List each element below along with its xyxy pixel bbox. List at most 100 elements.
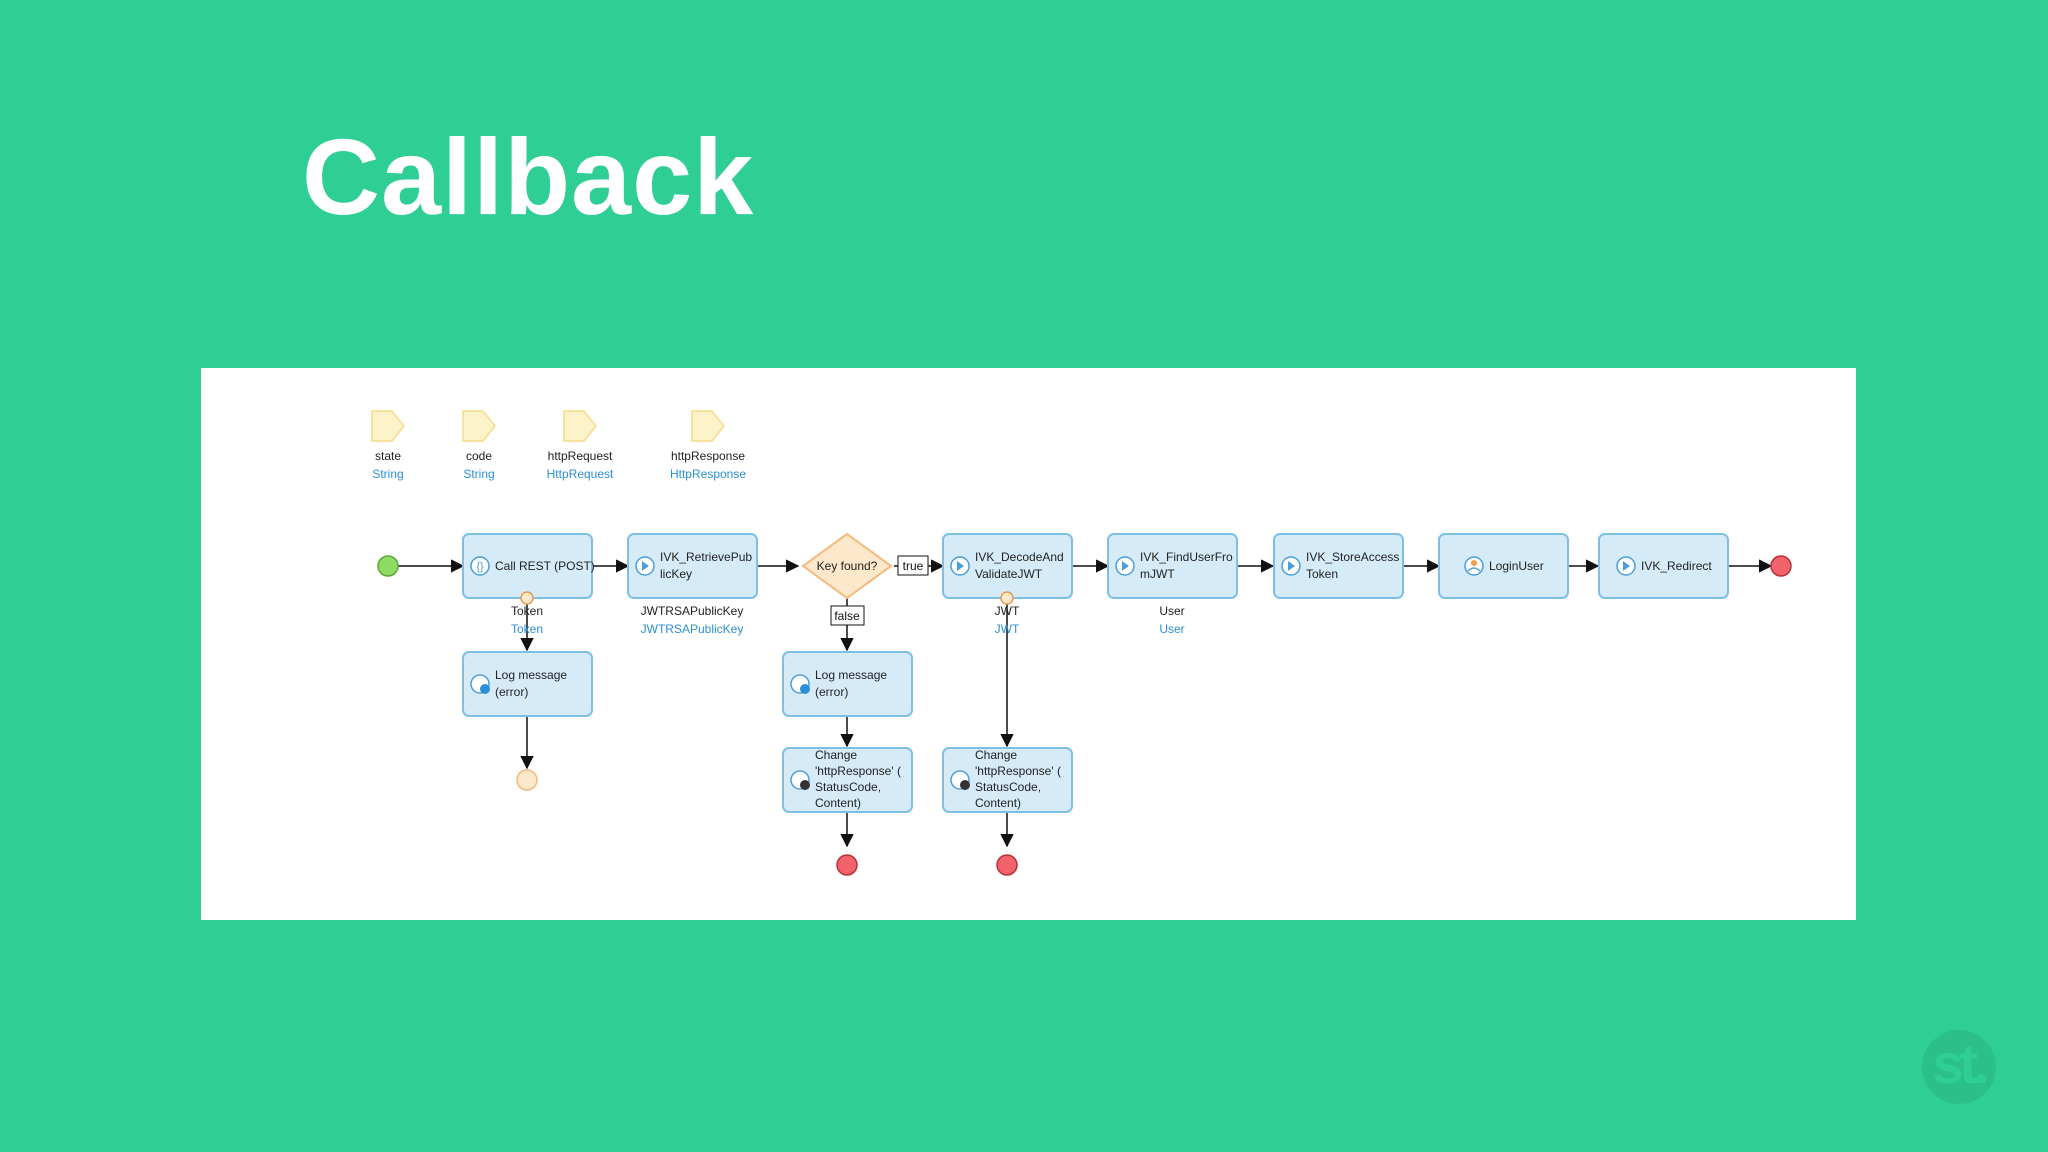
activity-box	[462, 651, 593, 717]
brand-logo: st.	[1922, 1030, 1996, 1104]
parameter-name: httpResponse	[671, 449, 745, 463]
parameter-name: code	[466, 449, 492, 463]
activity-label: Change	[815, 748, 857, 762]
output-type: JWTRSAPublicKey	[641, 622, 744, 636]
activity-label: IVK_Redirect	[1641, 559, 1712, 573]
activity-label: StatusCode,	[975, 780, 1041, 794]
parameter-icon	[371, 410, 405, 442]
activity-box	[1598, 533, 1729, 599]
decision-label: Key found?	[817, 559, 878, 573]
activity-store-access-token[interactable]: IVK_StoreAccess Token	[1273, 533, 1404, 599]
false-label-box	[830, 605, 865, 626]
log-icon	[470, 674, 490, 694]
activity-label: Call REST (POST)	[495, 559, 595, 573]
parameter-icon	[691, 410, 725, 442]
log-icon	[790, 674, 810, 694]
parameter-type: HttpRequest	[547, 467, 614, 481]
activity-decode-validate-jwt[interactable]: IVK_DecodeAnd ValidateJWT	[942, 533, 1073, 599]
activity-retrieve-public-key[interactable]: IVK_RetrievePub licKey	[627, 533, 758, 599]
activity-label: (error)	[495, 685, 528, 699]
parameter-icon	[462, 410, 496, 442]
play-icon	[1115, 556, 1135, 576]
activity-box	[1273, 533, 1404, 599]
parameter-icon	[563, 410, 597, 442]
output-type: JWT	[995, 622, 1020, 636]
decision-key-found[interactable]: Key found?	[801, 532, 893, 600]
play-icon	[950, 556, 970, 576]
start-event[interactable]	[377, 555, 399, 577]
activity-box	[627, 533, 758, 599]
activity-label: Change	[975, 748, 1017, 762]
parameter-httprequest[interactable]: httpRequest HttpRequest	[547, 410, 614, 481]
output-name: Token	[511, 604, 543, 618]
true-label-box	[897, 555, 929, 576]
activity-label: Log message	[495, 668, 567, 682]
rest-icon: {}	[470, 556, 490, 576]
end-event-false[interactable]	[836, 854, 858, 876]
activity-box	[782, 651, 913, 717]
play-icon	[1281, 556, 1301, 576]
output-type: Token	[511, 622, 543, 636]
parameter-type: String	[463, 467, 494, 481]
activity-find-user-from-jwt[interactable]: IVK_FindUserFro mJWT	[1107, 533, 1238, 599]
activity-label: IVK_DecodeAnd	[975, 550, 1064, 564]
flow-lines	[398, 559, 1773, 848]
activity-change-response-2[interactable]: Change 'httpResponse' ( StatusCode, Cont…	[942, 747, 1073, 813]
activity-label: StatusCode,	[815, 780, 881, 794]
activity-label: ValidateJWT	[975, 567, 1043, 581]
parameter-state[interactable]: state String	[371, 410, 405, 481]
activity-call-rest[interactable]: {} Call REST (POST)	[462, 533, 595, 599]
error-handler-marker	[1000, 591, 1014, 605]
activity-label: Content)	[975, 796, 1021, 810]
activity-label: Log message	[815, 668, 887, 682]
activity-box	[782, 747, 913, 813]
error-handler-marker	[520, 591, 534, 605]
continue-event[interactable]	[516, 769, 538, 791]
activity-label: LoginUser	[1489, 559, 1544, 573]
activity-label: licKey	[660, 567, 692, 581]
activity-redirect[interactable]: IVK_Redirect	[1598, 533, 1729, 599]
parameter-type: HttpResponse	[670, 467, 746, 481]
activity-login-user[interactable]: LoginUser	[1438, 533, 1569, 599]
output-name: JWTRSAPublicKey	[641, 604, 744, 618]
user-icon	[1464, 556, 1484, 576]
play-icon	[635, 556, 655, 576]
end-event-jwt-error[interactable]	[996, 854, 1018, 876]
play-icon	[1616, 556, 1636, 576]
activity-label: IVK_StoreAccess	[1306, 550, 1399, 564]
output-name: JWT	[995, 604, 1020, 618]
output-type: User	[1159, 622, 1184, 636]
parameter-code[interactable]: code String	[462, 410, 496, 481]
activity-box	[1107, 533, 1238, 599]
activity-box	[942, 747, 1073, 813]
activity-log-message-1[interactable]: Log message (error)	[462, 651, 593, 717]
false-label-text: false	[834, 609, 860, 623]
activity-label: 'httpResponse' (	[975, 764, 1061, 778]
activity-label: mJWT	[1140, 567, 1175, 581]
microflow-diagram: state String code String httpRequest Htt…	[371, 410, 1792, 876]
parameter-type: String	[372, 467, 403, 481]
end-event-main[interactable]	[1770, 555, 1792, 577]
change-icon	[950, 770, 970, 790]
true-label-text: true	[903, 559, 924, 573]
parameter-name: state	[375, 449, 401, 463]
false-label: false	[830, 605, 865, 626]
activity-label: Token	[1306, 567, 1338, 581]
activity-label: IVK_RetrievePub	[660, 550, 752, 564]
true-label: true	[897, 555, 929, 576]
decision-diamond	[801, 532, 893, 600]
slide-title: Callback	[302, 116, 755, 237]
output-name: User	[1159, 604, 1184, 618]
activity-label: Content)	[815, 796, 861, 810]
activity-label: (error)	[815, 685, 848, 699]
activity-log-message-2[interactable]: Log message (error)	[782, 651, 913, 717]
activity-label: IVK_FindUserFro	[1140, 550, 1233, 564]
svg-text:{}: {}	[476, 561, 484, 573]
change-icon	[790, 770, 810, 790]
activity-label: 'httpResponse' (	[815, 764, 901, 778]
activity-change-response-1[interactable]: Change 'httpResponse' ( StatusCode, Cont…	[782, 747, 913, 813]
parameter-name: httpRequest	[548, 449, 613, 463]
parameter-httpresponse[interactable]: httpResponse HttpResponse	[670, 410, 746, 481]
microflow-panel: state String code String httpRequest Htt…	[201, 368, 1856, 920]
activity-box	[1438, 533, 1569, 599]
